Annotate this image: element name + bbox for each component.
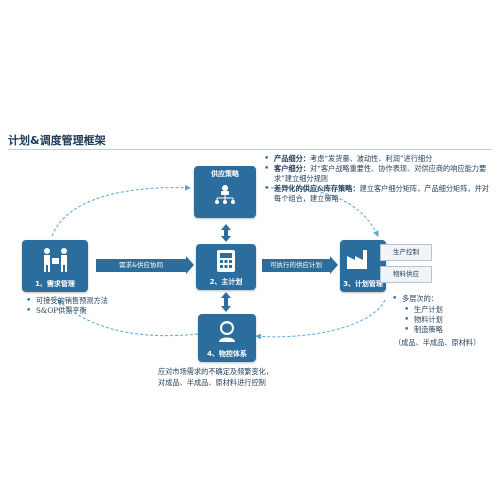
list-item: 可接受的销售预测方法 — [24, 296, 174, 306]
demand-management-label: 1、需求管理 — [35, 280, 75, 288]
page-title: 计划&调度管理框架 — [8, 134, 106, 147]
bullet-key: 产品细分： — [274, 154, 310, 163]
material-supply-label: 物料供应 — [393, 270, 419, 278]
production-control-box: 生产控制 — [380, 244, 432, 261]
double-arrow-supply-master — [221, 224, 231, 242]
list-item: S&OP供需平衡 — [24, 306, 174, 316]
org-chart-icon — [194, 183, 256, 211]
cycle-arrow-demand-to-supply — [51, 184, 191, 237]
material-supply-box: 物料供应 — [380, 266, 432, 283]
cycle-arrow-plan-to-control — [255, 299, 386, 340]
title-divider — [8, 149, 492, 150]
cycle-arrow-control-to-demand — [57, 299, 199, 337]
master-plan-label: 2、主计划 — [209, 278, 243, 286]
plan-bullets: 多层次的： — [390, 294, 498, 304]
list-item: 制造策略 — [402, 325, 498, 335]
arrow-executable-supply-plan: 可执行的供应计划 — [262, 256, 338, 274]
production-control-label: 生产控制 — [393, 248, 419, 256]
list-item: 客户细分：对“客户战略重要性、协作表现、对供应商的响应能力要求”建立细分规则 — [262, 164, 494, 184]
arrow-demand-supply-label: 需求&供应协同 — [118, 261, 164, 269]
bullet-text: 对“客户战略重要性、协作表现、对供应商的响应能力要求”建立细分规则 — [274, 164, 487, 183]
material-control-label: 4、物控体系 — [207, 350, 247, 358]
list-item: 生产计划 — [402, 305, 498, 315]
master-plan-node[interactable]: 2、主计划 — [196, 244, 256, 290]
control-note-line: 对成品、半成品、原材料进行控制 — [158, 378, 266, 387]
arrow-executable-label: 可执行的供应计划 — [270, 261, 322, 269]
bullet-text: 考虑“发货量、波动性、利润”进行细分 — [309, 154, 433, 163]
list-item: 差异化的供应&库存策略：建立客户细分矩阵，产品细分矩阵，并对每个组合，建立策略 — [262, 184, 494, 204]
material-control-node[interactable]: 4、物控体系 — [198, 314, 256, 362]
plan-management-node[interactable]: 3、计划管理 — [340, 240, 386, 292]
plan-sub-bullets: 生产计划 物料计划 制造策略 — [402, 305, 498, 335]
list-item: 多层次的： — [390, 294, 498, 304]
list-item: 产品细分：考虑“发货量、波动性、利润”进行细分 — [262, 154, 494, 164]
operator-headset-icon — [198, 319, 256, 347]
supply-strategy-bullets: 产品细分：考虑“发货量、波动性、利润”进行细分 客户细分：对“客户战略重要性、协… — [262, 154, 494, 204]
control-note: 应对市场需求的不确定及频繁变化， 对成品、半成品、原材料进行控制 — [158, 366, 358, 388]
list-item: 物料计划 — [402, 315, 498, 325]
double-arrow-master-control — [221, 292, 231, 312]
arrow-demand-supply-coordination: 需求&供应协同 — [96, 256, 194, 274]
supply-strategy-node[interactable]: 供应策略 — [194, 166, 256, 218]
plan-bullets-note: （成品、半成品、原材料） — [394, 338, 481, 347]
factory-icon — [346, 246, 386, 274]
demand-management-node[interactable]: 1、需求管理 — [22, 240, 88, 292]
plan-management-label: 3、计划管理 — [343, 280, 383, 288]
bullet-text: 建立客户细分矩阵，产品细分矩阵，并对每个组合，建立策略 — [274, 184, 489, 203]
bullet-key: 客户细分： — [274, 164, 310, 173]
demand-bullets: 可接受的销售预测方法 S&OP供需平衡 — [24, 296, 174, 316]
supply-strategy-label: 供应策略 — [211, 170, 239, 178]
people-boxes-icon — [22, 246, 88, 278]
calculator-icon — [196, 249, 256, 277]
bullet-key: 差异化的供应&库存策略： — [274, 184, 360, 193]
control-note-line: 应对市场需求的不确定及频繁变化， — [158, 367, 274, 376]
